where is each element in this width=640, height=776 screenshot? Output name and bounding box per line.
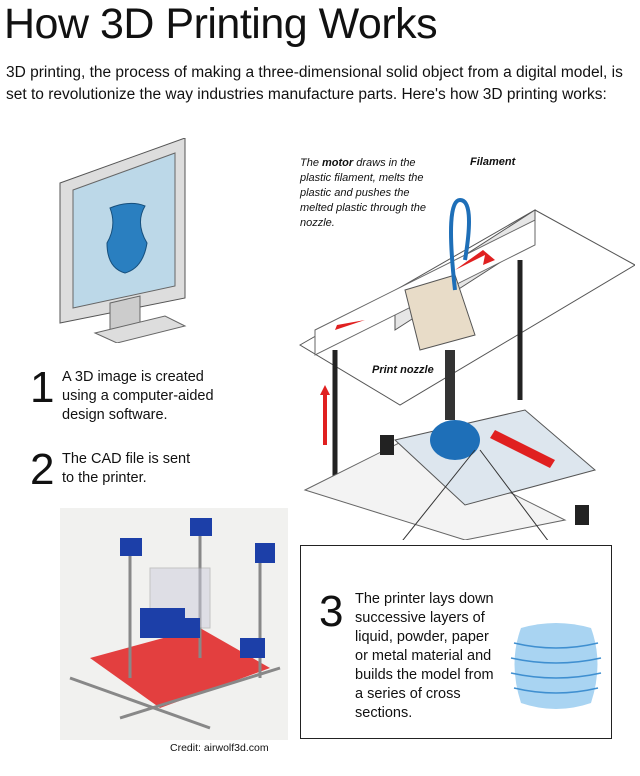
motor-note-post: draws in the plastic filament, melts the…: [300, 157, 426, 229]
motor-note-pre: The: [300, 157, 323, 169]
step-1-text: A 3D image is created using a computer-a…: [62, 369, 214, 423]
monitor-illustration: [59, 138, 187, 343]
motion-arrows: [320, 250, 555, 468]
vase-icon: [106, 202, 148, 274]
page-title: How 3D Printing Works: [4, 0, 438, 48]
step-1-number: 1: [30, 363, 55, 412]
layered-vase-illustration: [510, 623, 602, 709]
step-3-number: 3: [319, 587, 344, 636]
image-credit: Credit: airwolf3d.com: [170, 742, 269, 754]
step-2-number: 2: [30, 445, 55, 494]
filament-label: Filament: [470, 156, 516, 168]
print-nozzle-label: Print nozzle: [372, 364, 434, 376]
printer-photo: [60, 508, 288, 740]
printer-diagram: [299, 197, 635, 540]
step-3-box: 3 The printer lays down successive layer…: [300, 545, 612, 739]
motor-note-bold: motor: [322, 157, 354, 169]
step-3-text: The printer lays down successive layers …: [355, 591, 494, 721]
motor-note: The motor draws in the plastic filament,…: [300, 156, 430, 231]
intro-text: 3D printing, the process of making a thr…: [6, 64, 623, 103]
step-2-text: The CAD file is sent to the printer.: [62, 451, 191, 486]
